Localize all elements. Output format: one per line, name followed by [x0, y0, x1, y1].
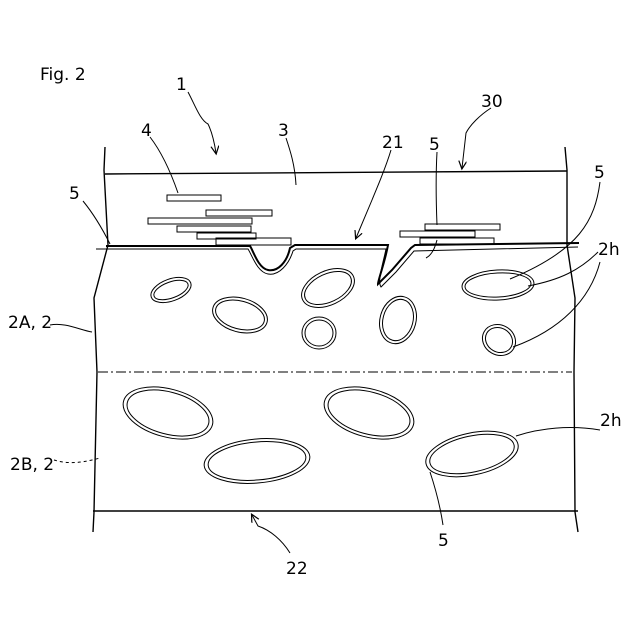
label-ref-22: 22 — [286, 559, 308, 579]
pores-layer-2A — [148, 261, 535, 362]
label-ref-3: 3 — [278, 121, 289, 141]
interface-21-inner — [96, 247, 578, 287]
figure-title: Fig. 2 — [40, 65, 86, 85]
label-ref-5-bottom: 5 — [438, 531, 449, 551]
label-ref-2B: 2B, 2 — [10, 455, 54, 475]
flake-group-4 — [148, 195, 500, 245]
surface-30-line — [105, 171, 567, 174]
label-ref-21: 21 — [382, 133, 404, 153]
leader-lines — [50, 92, 600, 553]
label-ref-5-right: 5 — [594, 163, 605, 183]
label-ref-2h-bottom: 2h — [600, 411, 622, 431]
label-ref-5-mid: 5 — [429, 135, 440, 155]
left-boundary-line — [93, 147, 108, 532]
label-ref-30: 30 — [481, 92, 503, 112]
label-ref-1: 1 — [176, 75, 187, 95]
label-ref-5-left: 5 — [69, 184, 80, 204]
label-ref-4: 4 — [141, 121, 152, 141]
pores-layer-2B — [117, 378, 522, 488]
right-boundary-line — [565, 147, 578, 532]
label-ref-2A: 2A, 2 — [8, 313, 52, 333]
label-ref-2h-top: 2h — [598, 240, 620, 260]
